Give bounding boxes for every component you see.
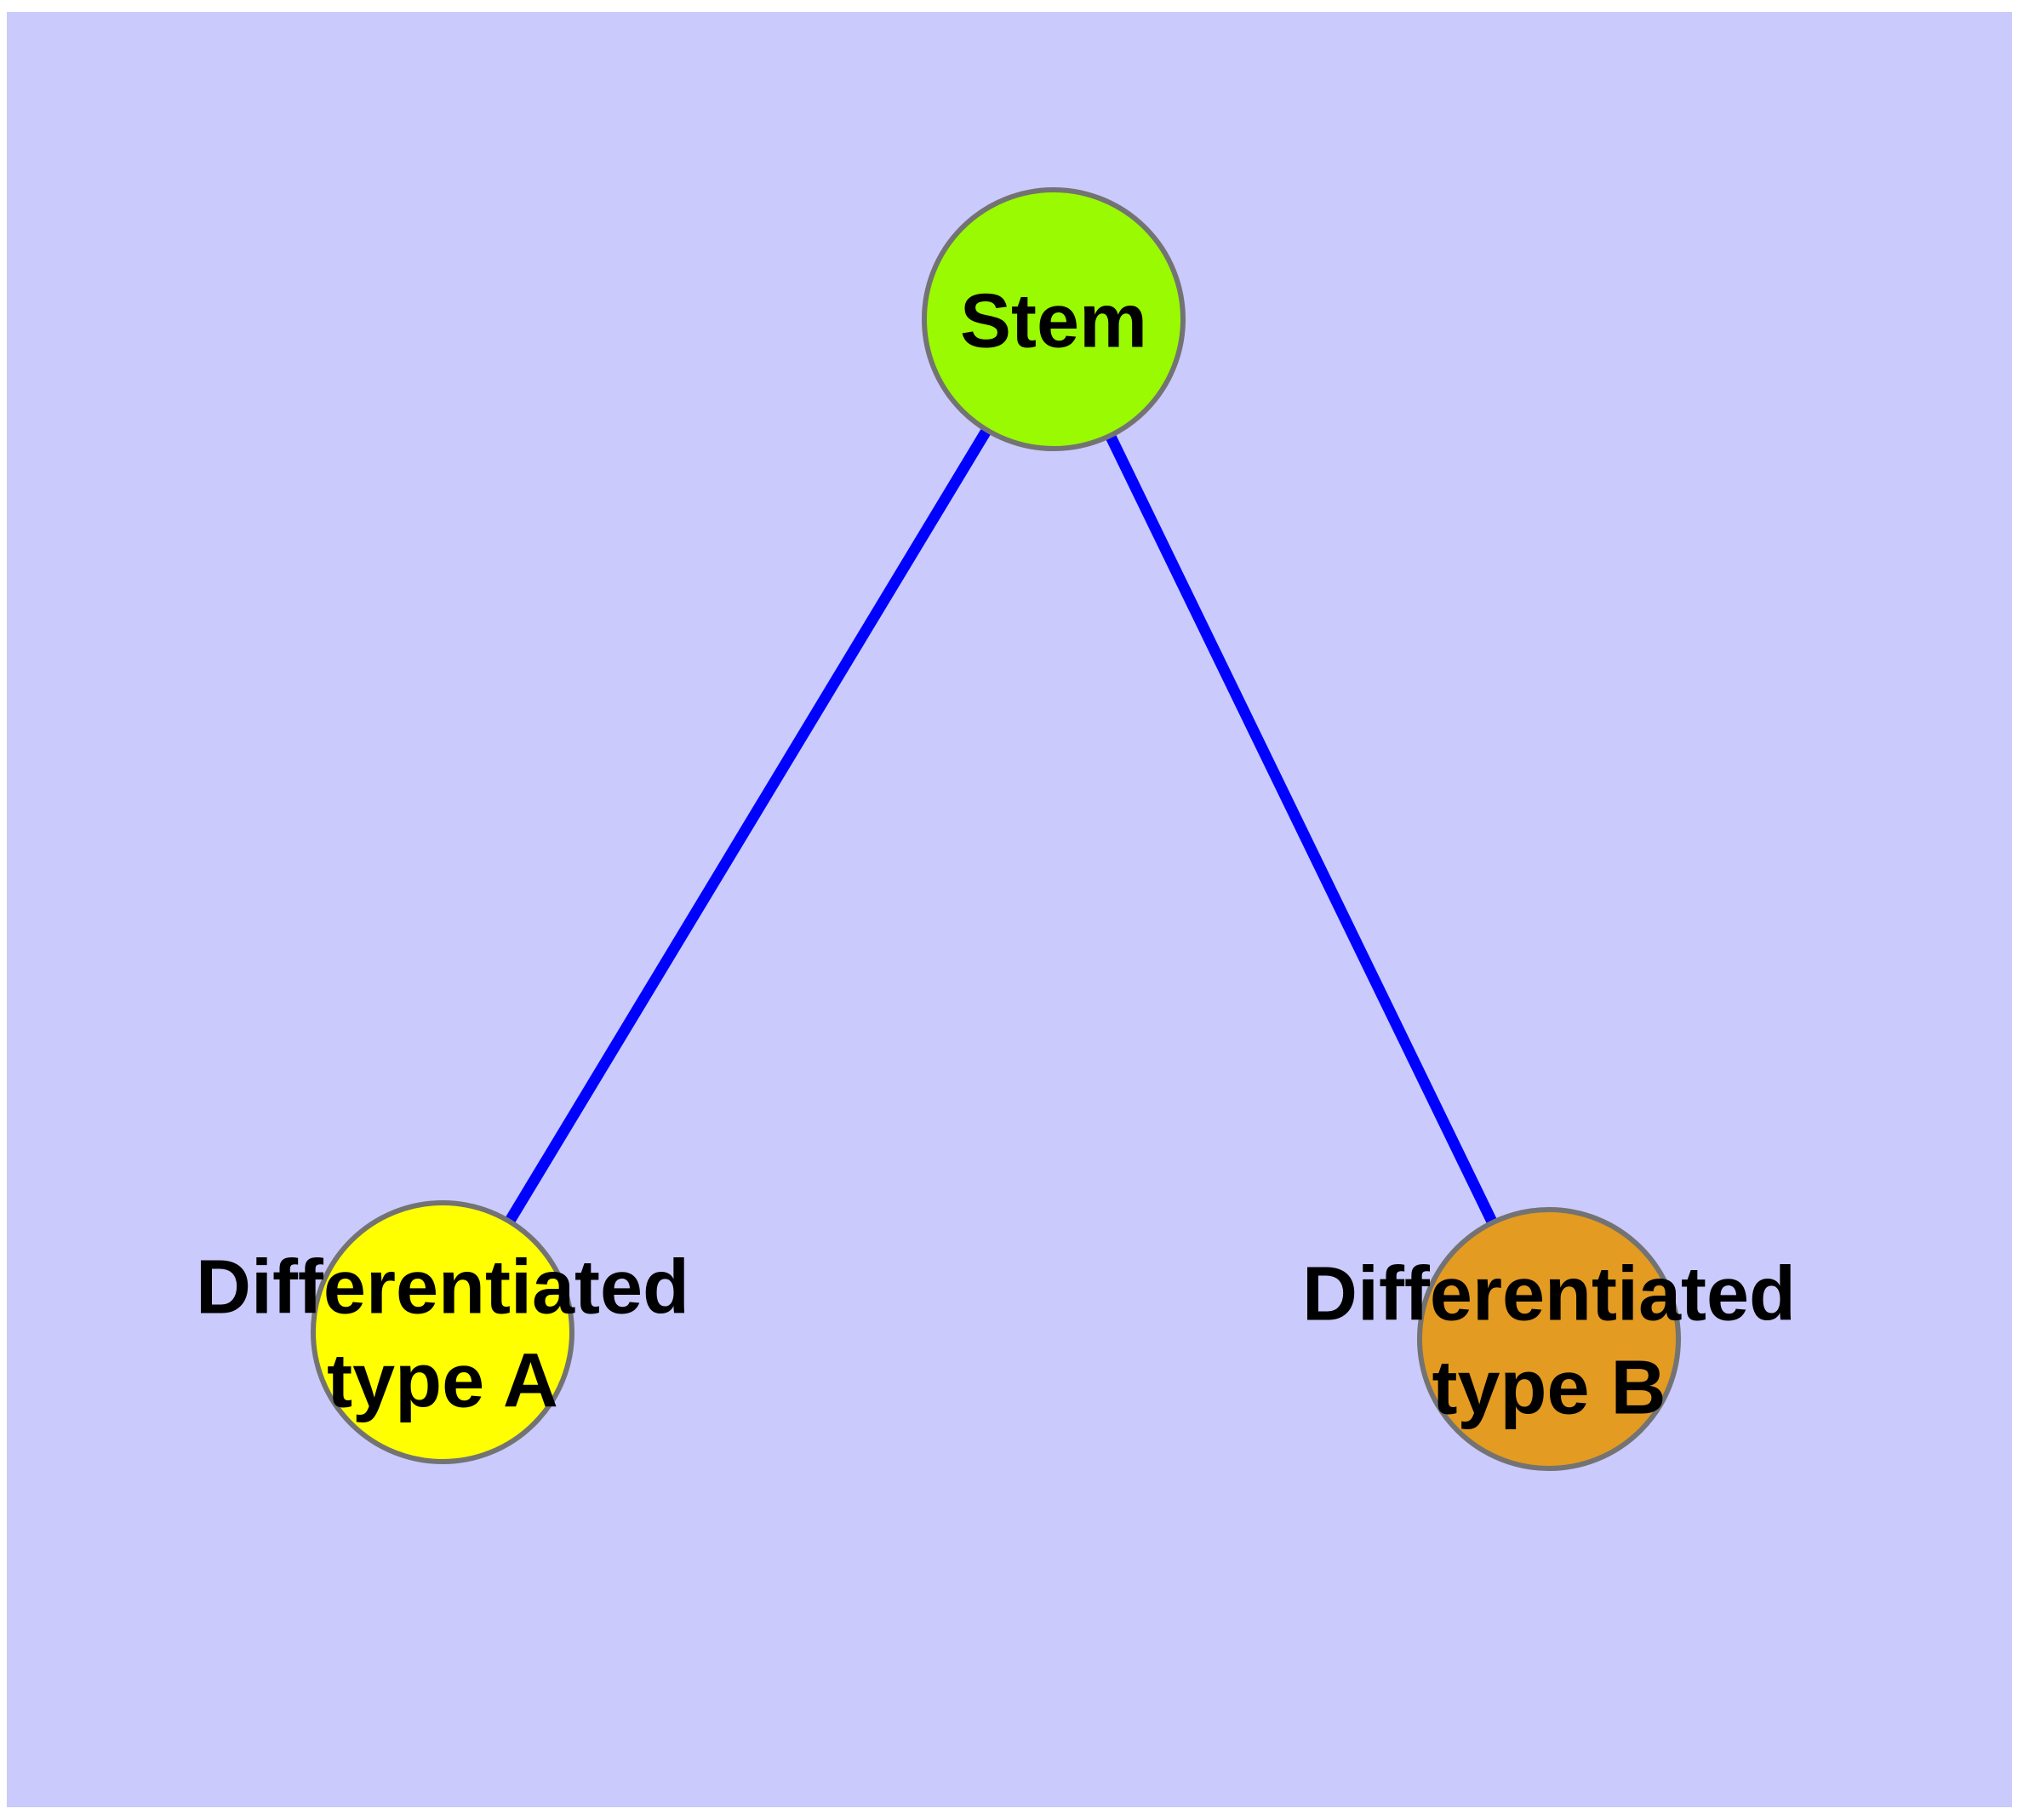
node-circle-stem: [922, 187, 1186, 451]
node-label-line: Differentiated: [1302, 1252, 1796, 1337]
node-circle-differentiated-type-a: [311, 1200, 574, 1464]
node-label-line: Stem: [960, 279, 1147, 364]
node-label-line: Differentiated: [196, 1245, 689, 1331]
node-circle-differentiated-type-b: [1417, 1207, 1681, 1471]
node-label-differentiated-type-b: Differentiated type B: [1302, 1252, 1796, 1431]
edge-stem-to-differentiated-type-a: [437, 316, 1059, 1336]
node-label-stem: Stem: [960, 279, 1147, 364]
node-label-line: type B: [1432, 1346, 1666, 1431]
node-label-line: type A: [327, 1339, 558, 1424]
edge-stem-to-differentiated-type-b: [1049, 317, 1554, 1342]
